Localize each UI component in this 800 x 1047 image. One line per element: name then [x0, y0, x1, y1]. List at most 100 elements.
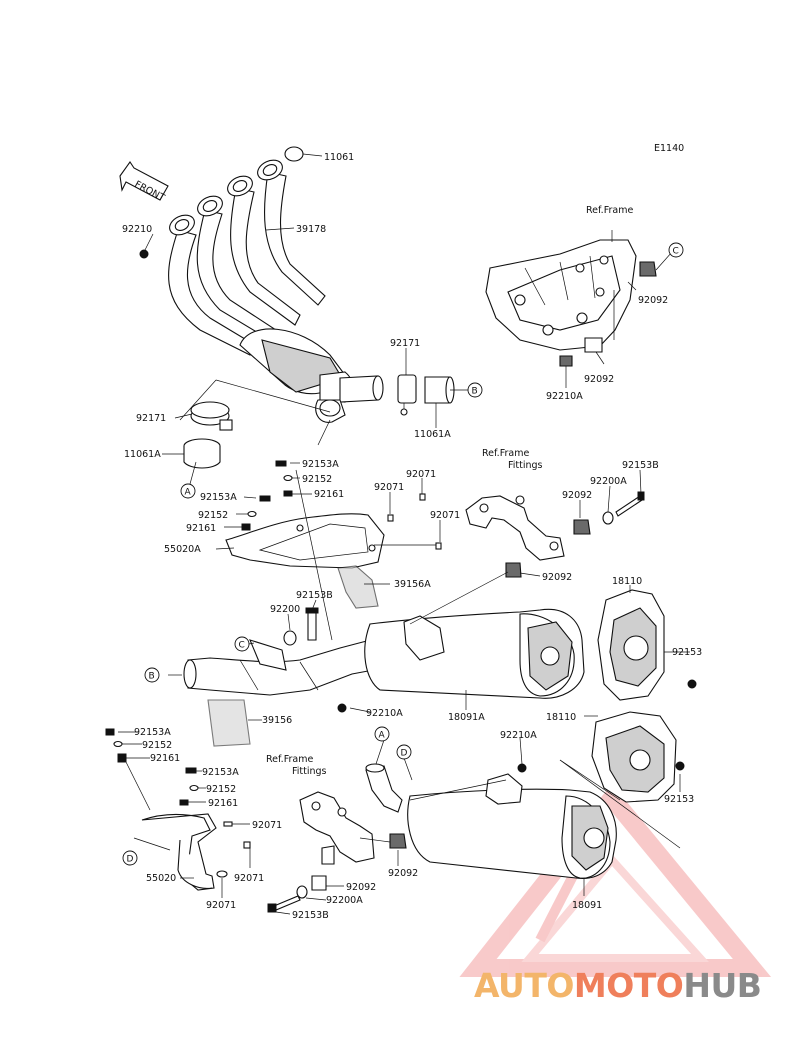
grommet-92092-mid	[505, 562, 522, 578]
footrest-bracket-left-lower	[299, 791, 375, 865]
label-92092-mid: 92092	[542, 572, 572, 583]
label-92071-u1: 92071	[374, 482, 404, 493]
nut-92210-top	[139, 249, 149, 259]
callout-A3: A	[374, 726, 390, 742]
washer-92200A-rf	[602, 511, 614, 525]
callout-C2: C	[234, 636, 250, 652]
clip-92071-u2	[419, 493, 426, 501]
label-92171-right: 92171	[390, 338, 420, 349]
label-11061A-right: 11061A	[414, 429, 451, 440]
bolt-92153B-mid	[305, 607, 319, 641]
clip-92071-u1	[387, 514, 394, 522]
label-92092-rf: 92092	[562, 490, 592, 501]
label-39156A: 39156A	[394, 579, 431, 590]
label-92210: 92210	[122, 224, 152, 235]
front-direction-arrow: FRONT	[119, 161, 169, 204]
label-92153A-u2: 92153A	[200, 492, 237, 503]
grommet-92161-l2	[179, 799, 189, 806]
heat-shield-sheet-39156	[207, 699, 251, 747]
label-92152-l2: 92152	[206, 784, 236, 795]
bolt-92153B-rf	[615, 491, 645, 517]
callout-A1: A	[180, 483, 196, 499]
sleeve-11061A-right	[424, 376, 455, 404]
label-92161-l1: 92161	[150, 753, 180, 764]
label-ref-frame-fittings-1a: Ref.Frame	[482, 448, 529, 459]
clip-92071-u3	[435, 542, 442, 550]
label-92161-u1: 92161	[314, 489, 344, 500]
washer-92152-l1	[113, 740, 123, 748]
label-92092-lb2: 92092	[346, 882, 376, 893]
label-92210A-mid: 92210A	[366, 708, 403, 719]
label-92153A-l1: 92153A	[134, 727, 171, 738]
leader-lines	[118, 153, 690, 915]
label-92071-l3: 92071	[206, 900, 236, 911]
label-92200-mid: 92200	[270, 604, 300, 615]
label-92071-l1: 92071	[252, 820, 282, 831]
label-ref-frame-fittings-2b: Fittings	[292, 766, 327, 777]
muffler-18091	[407, 773, 617, 880]
label-92200A-lb: 92200A	[326, 895, 363, 906]
washer-92200A-lb	[296, 885, 308, 899]
washer-92152-u1	[283, 474, 293, 482]
label-92161-u2: 92161	[186, 523, 216, 534]
label-92092-frame-2: 92092	[584, 374, 614, 385]
callout-C1-text: C	[673, 247, 679, 257]
washer-92152-l2	[189, 784, 199, 792]
label-92153B-lb: 92153B	[292, 910, 329, 921]
label-92153-top: 92153	[672, 647, 702, 658]
label-ref-frame: Ref.Frame	[586, 205, 633, 216]
sleeve-11061A-left	[183, 438, 221, 469]
label-92161-l2: 92161	[208, 798, 238, 809]
label-92153-bottom: 92153	[664, 794, 694, 805]
nut-92210A-frame	[559, 355, 573, 367]
watermark-text: AUTOMOTOHUB	[474, 966, 762, 1005]
label-92092-lb1: 92092	[388, 868, 418, 879]
label-ref-frame-fittings-1b: Fittings	[508, 460, 543, 471]
bolt-92153-top	[687, 679, 697, 689]
grommet-92092-rf	[573, 519, 591, 535]
watermark-part-hub: HUB	[683, 966, 762, 1005]
end-cap-18110-top	[597, 589, 665, 701]
grommet-92092-frame-2	[584, 337, 603, 353]
callout-C1: C	[668, 242, 684, 258]
washer-92200-mid	[283, 630, 297, 646]
callout-B2: B	[144, 667, 160, 683]
exhaust-header-pipes	[168, 146, 384, 423]
part-labels: E1140 11061 92210 39178 92171 11061A 921…	[122, 143, 702, 921]
bolt-92153A-l2	[185, 767, 197, 774]
clamp-92171-left	[190, 401, 233, 431]
grommet-92161-u2	[241, 523, 251, 531]
clip-92071-l3	[216, 870, 228, 878]
washer-92152-u2	[247, 510, 257, 518]
callout-C2-text: C	[239, 641, 245, 651]
bolt-92153A-l1	[105, 728, 115, 736]
label-92153B-rf: 92153B	[622, 460, 659, 471]
label-92153B-mid: 92153B	[296, 590, 333, 601]
label-11061: 11061	[324, 152, 354, 163]
label-92092-frame-1: 92092	[638, 295, 668, 306]
bolt-92153B-lb	[267, 895, 301, 913]
label-92171-left: 92171	[136, 413, 166, 424]
label-92152-l1: 92152	[142, 740, 172, 751]
callout-D2: D	[122, 850, 138, 866]
label-18110-bottom: 18110	[546, 712, 576, 723]
bolt-92153A-u1	[275, 460, 287, 467]
label-92200A-rf: 92200A	[590, 476, 627, 487]
label-92152-u1: 92152	[302, 474, 332, 485]
muffler-18091A	[364, 608, 585, 699]
label-55020A: 55020A	[164, 544, 201, 555]
end-cap-18110-bottom	[591, 711, 677, 803]
label-18091: 18091	[572, 900, 602, 911]
watermark-part-moto: MOTO	[573, 966, 684, 1005]
label-92071-u3: 92071	[430, 510, 460, 521]
heat-guard-55020	[141, 813, 217, 891]
label-18091A: 18091A	[448, 712, 485, 723]
grommet-92161-u1	[283, 490, 293, 497]
nut-92210A-bottom	[517, 763, 527, 773]
callout-B1: B	[467, 382, 483, 398]
grommet-92092-frame-1	[639, 261, 657, 277]
clamp-92171-right	[397, 374, 417, 416]
label-55020: 55020	[146, 873, 176, 884]
grommet-92092-lb2	[311, 875, 327, 891]
